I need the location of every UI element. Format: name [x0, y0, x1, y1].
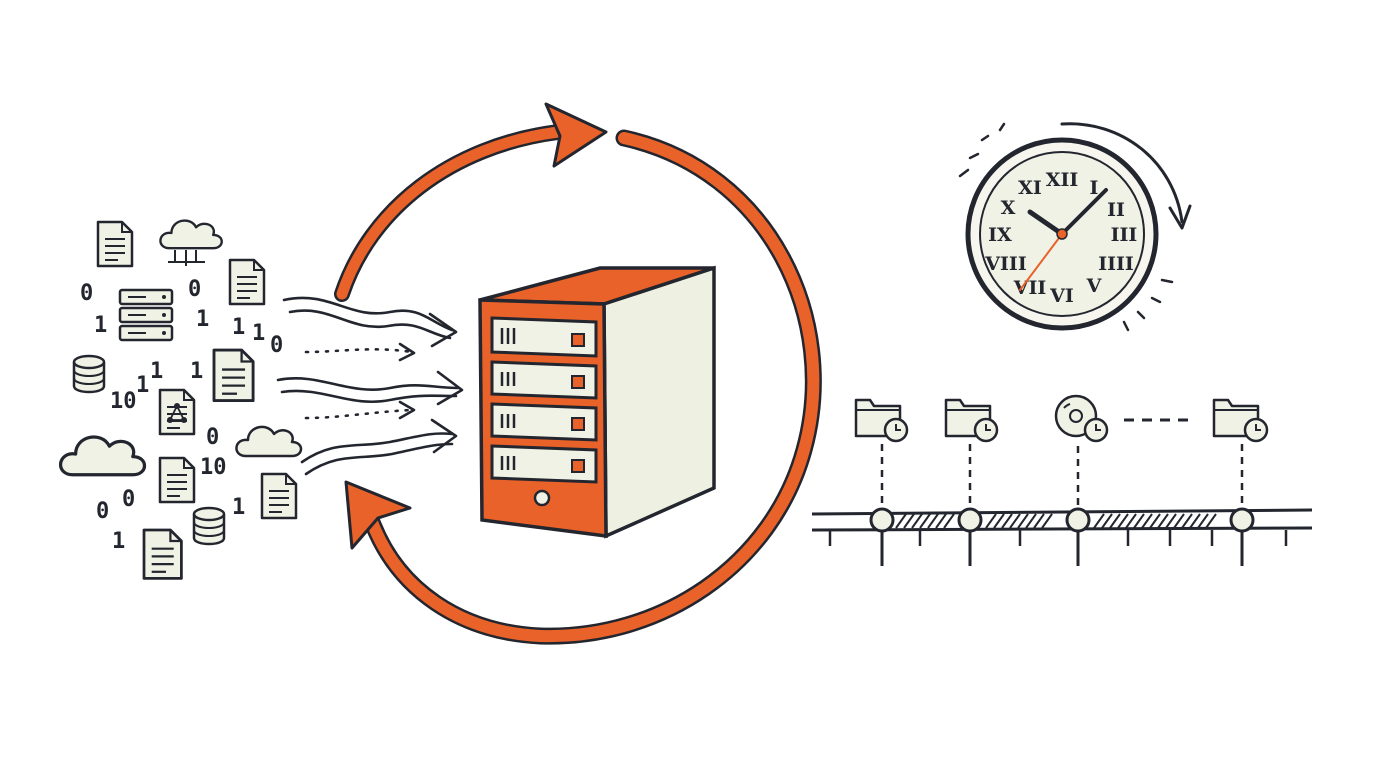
- document-icon: [212, 348, 255, 403]
- clockwise-arrow-icon: [1060, 122, 1192, 230]
- folder-clock-icon: [1212, 398, 1269, 443]
- binary-digit: 0: [206, 425, 219, 450]
- cloud-icon: [159, 219, 223, 250]
- database-icon: [72, 354, 106, 394]
- top-cycle-arrow-icon: [334, 102, 608, 302]
- drive-bay: [490, 402, 598, 442]
- binary-digit: 0: [80, 281, 93, 306]
- binary-digit: 10: [110, 389, 137, 414]
- dotted-arrow-icon: [304, 400, 416, 420]
- data-sources-cluster: 0 0 1 1 1 1 0 1 1 1 10 0 10 0 0 1 1: [58, 219, 303, 580]
- timeline-track: [811, 508, 1313, 546]
- folder-clock-icon: [854, 398, 909, 443]
- wavy-arrow-icon: [300, 418, 458, 476]
- power-button-icon: [533, 489, 551, 507]
- binary-digit: 1: [150, 359, 163, 384]
- binary-digit: 1: [196, 307, 209, 332]
- schedule-clock: XII I II III IIII V VI VII VIII IX X XI: [958, 122, 1192, 332]
- binary-digit: 1: [190, 359, 203, 384]
- network-document-icon: [158, 388, 196, 436]
- dotted-arrow-icon: [304, 342, 416, 362]
- sync-cycle-arrows: [334, 102, 822, 645]
- binary-digit: 1: [232, 315, 245, 340]
- clock-numeral: VI: [1049, 285, 1074, 307]
- snapshot-timeline: [811, 394, 1313, 566]
- cloud-network-lines: [168, 250, 205, 266]
- binary-digit: 1: [94, 313, 107, 338]
- binary-digit: 0: [122, 487, 135, 512]
- wavy-arrow-icon: [276, 370, 464, 406]
- clock-numeral: I: [1090, 177, 1099, 199]
- clock-numeral: XI: [1018, 177, 1042, 199]
- clock-hands: [1019, 188, 1108, 291]
- clock-numeral: XII: [1046, 169, 1079, 191]
- binary-digit: 1: [112, 529, 125, 554]
- binary-digit: 1: [232, 495, 245, 520]
- cloud-icon: [235, 425, 303, 458]
- clock-numeral: II: [1107, 199, 1125, 221]
- binary-digit: 1: [136, 373, 149, 398]
- binary-digit: 10: [200, 455, 227, 480]
- clock-numeral: VII: [1013, 277, 1047, 299]
- motion-ticks: [958, 122, 1174, 332]
- folder-clock-icon: [944, 398, 999, 443]
- document-icon: [142, 528, 183, 580]
- binary-digit: 0: [188, 277, 201, 302]
- document-icon: [228, 258, 266, 306]
- snapshot-point: [1054, 394, 1109, 566]
- drive-bay: [490, 360, 598, 400]
- wavy-arrow-icon: [282, 296, 458, 348]
- binary-digit: 1: [252, 321, 265, 346]
- clock-numeral: IX: [988, 224, 1012, 246]
- snapshot-point: [1212, 398, 1269, 566]
- snapshot-point: [944, 398, 999, 566]
- main-cycle-arrow-icon: [344, 129, 822, 645]
- clock-numeral: IIII: [1098, 253, 1134, 275]
- disc-clock-icon: [1054, 394, 1109, 443]
- document-icon: [260, 472, 298, 520]
- clock-numeral: VIII: [984, 253, 1027, 275]
- drive-bay: [490, 316, 598, 358]
- database-icon: [192, 506, 226, 546]
- data-flow-arrows: [276, 296, 464, 476]
- binary-digit: 0: [96, 499, 109, 524]
- backup-server: [478, 265, 716, 539]
- binary-digit: 0: [270, 333, 283, 358]
- snapshot-point: [854, 398, 909, 566]
- document-icon: [158, 456, 196, 504]
- drive-bay: [490, 444, 598, 484]
- clock-numeral: X: [1001, 197, 1016, 219]
- server-rack-icon: [118, 288, 174, 342]
- clock-numeral: V: [1086, 275, 1103, 297]
- clock-numeral: III: [1111, 224, 1138, 246]
- cloud-icon: [58, 435, 147, 477]
- document-icon: [96, 220, 134, 268]
